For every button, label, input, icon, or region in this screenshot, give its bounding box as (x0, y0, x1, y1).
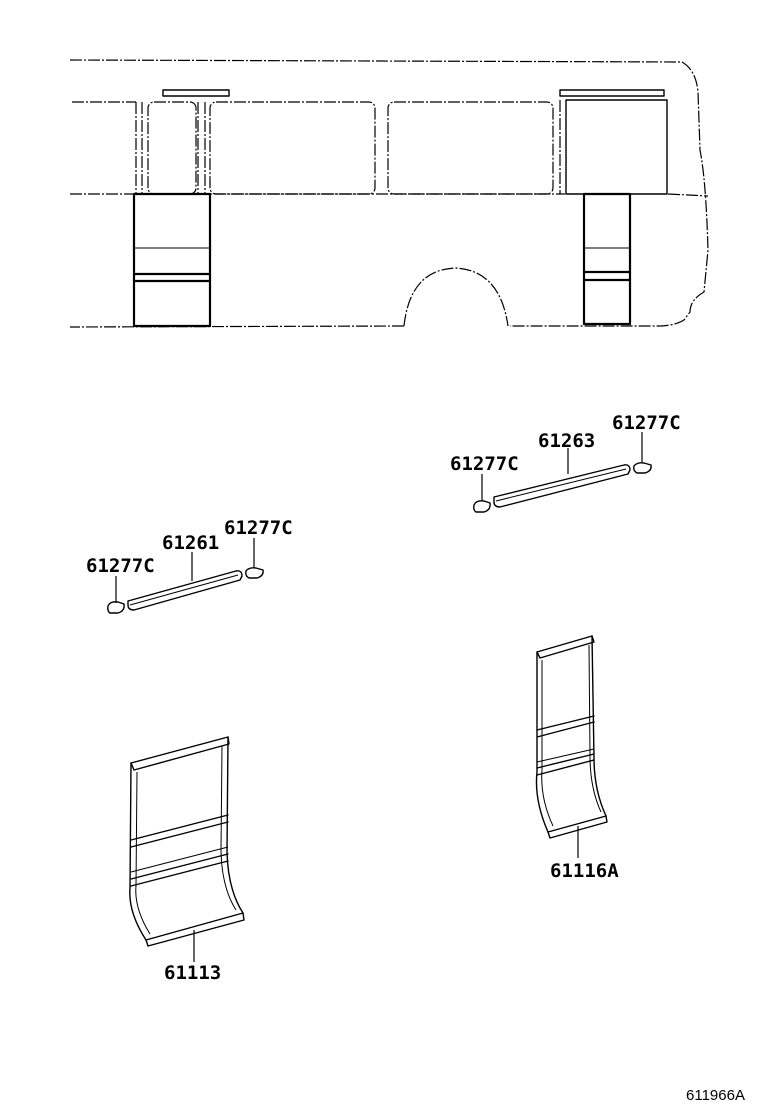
label-61277c-upper-left: 61277C (450, 453, 519, 475)
label-61277c-middle-left: 61277C (86, 555, 155, 577)
panel-61113 (129, 736, 245, 947)
label-61261: 61261 (162, 532, 219, 554)
bus-rear-panel (132, 192, 212, 328)
label-61116a: 61116A (550, 860, 619, 882)
panel-61116a (535, 635, 608, 839)
moulding-61263 (473, 462, 652, 513)
label-61277c-upper-right: 61277C (612, 412, 681, 434)
label-61113: 61113 (164, 962, 221, 984)
moulding-61261 (107, 567, 264, 614)
diagram-reference: 611966A (686, 1087, 745, 1104)
bus-front-panel (582, 192, 632, 326)
label-61277c-middle-right: 61277C (224, 517, 293, 539)
label-61263: 61263 (538, 430, 595, 452)
